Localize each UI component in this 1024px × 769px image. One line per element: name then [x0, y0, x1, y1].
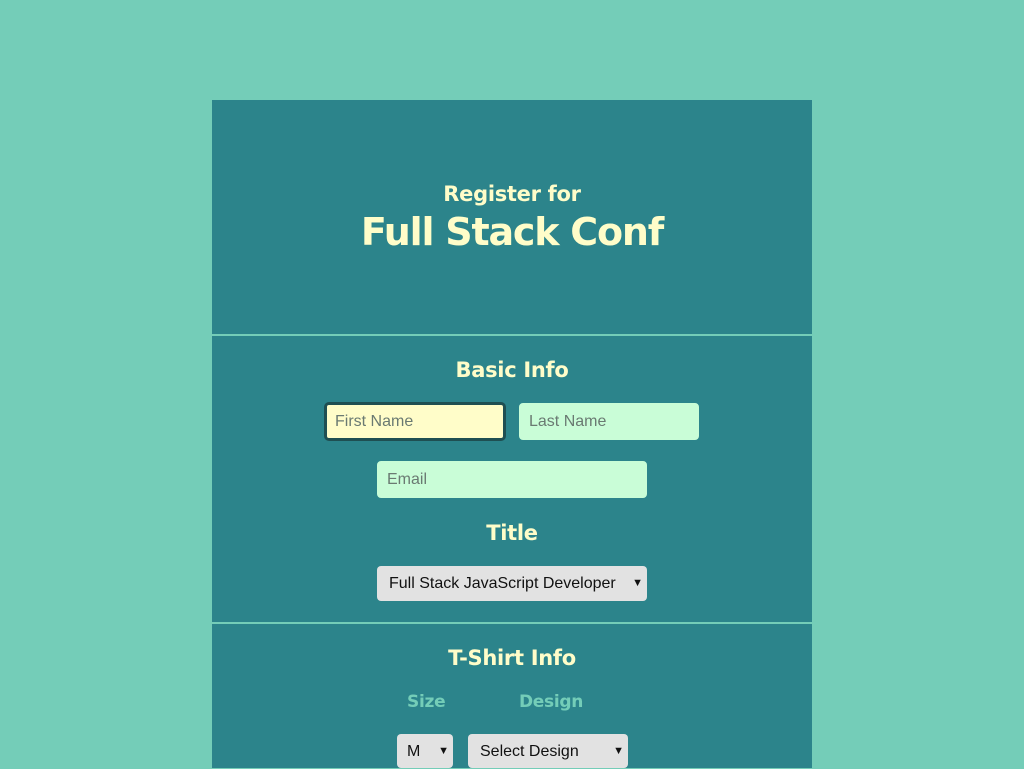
job-title-selected-value: Full Stack JavaScript Developer: [389, 575, 616, 592]
basic-info-heading: Basic Info: [455, 358, 569, 382]
form-header: Register for Full Stack Conf: [212, 100, 812, 336]
design-selected-value: Select Design: [480, 743, 579, 760]
tshirt-info-heading: T-Shirt Info: [448, 646, 576, 670]
last-name-input[interactable]: [519, 403, 699, 440]
pre-title: Register for: [443, 182, 581, 206]
triangle-down-icon: ▼: [613, 745, 624, 757]
size-selected-value: M: [407, 743, 421, 760]
triangle-down-icon: ▼: [632, 577, 643, 589]
basic-info-section: Basic Info Title Full Stack JavaScript D…: [212, 336, 812, 624]
page-title: Full Stack Conf: [360, 210, 664, 254]
email-input[interactable]: [377, 461, 647, 498]
job-title-select[interactable]: Full Stack JavaScript Developer ▼: [377, 566, 647, 601]
design-label: Design: [519, 692, 584, 712]
triangle-down-icon: ▼: [438, 745, 449, 757]
first-name-input[interactable]: [325, 403, 505, 440]
design-select[interactable]: Select Design ▼: [468, 734, 628, 768]
title-heading: Title: [486, 521, 538, 545]
size-select[interactable]: M ▼: [397, 734, 453, 768]
size-label: Size: [407, 692, 446, 712]
registration-form-panel: Register for Full Stack Conf Basic Info …: [212, 100, 812, 768]
